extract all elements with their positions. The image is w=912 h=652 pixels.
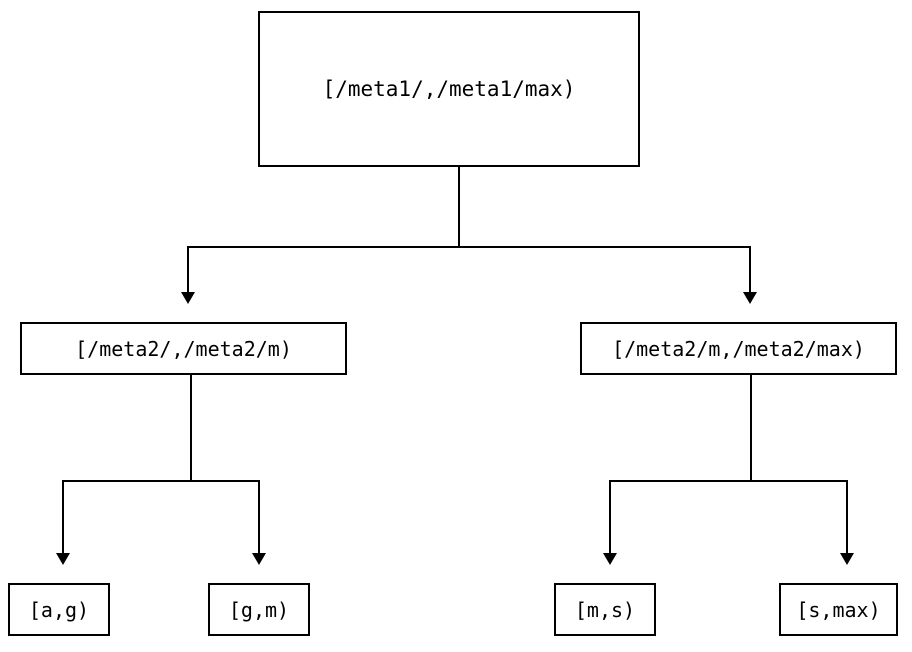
tree-node-mid-left[interactable]: [/meta2/,/meta2/m) [20,322,347,375]
tree-node-leaf-1-label: [a,g) [28,597,90,622]
edge-mid-left-bus [62,480,260,482]
tree-node-root-label: [/meta1/,/meta1/max) [322,77,576,101]
tree-node-leaf-3[interactable]: [m,s) [554,583,656,636]
edge-root-to-mid-right-drop [749,246,751,294]
edge-mid-right-to-leaf-4-drop [846,480,848,555]
edge-mid-left-to-leaf-1-drop [62,480,64,555]
tree-node-mid-right[interactable]: [/meta2/m,/meta2/max) [580,322,897,375]
edge-root-to-mid-right-arrowhead [743,292,757,304]
edge-root-to-mid-left-drop [187,246,189,294]
tree-node-leaf-2[interactable]: [g,m) [208,583,310,636]
tree-node-leaf-2-label: [g,m) [228,597,290,622]
edge-mid-left-to-leaf-2-arrowhead [252,553,266,565]
tree-node-leaf-3-label: [m,s) [574,597,636,622]
edge-mid-right-to-leaf-3-arrowhead [603,553,617,565]
edge-root-to-mid-left-arrowhead [181,292,195,304]
edge-root-bus [187,246,751,248]
edge-mid-right-bus [609,480,848,482]
edge-mid-right-stem [750,375,752,482]
edge-mid-right-to-leaf-3-drop [609,480,611,555]
tree-node-leaf-1[interactable]: [a,g) [8,583,110,636]
edge-root-stem [458,167,460,248]
tree-node-leaf-4-label: [s,max) [796,597,881,622]
edge-mid-left-to-leaf-1-arrowhead [56,553,70,565]
tree-node-leaf-4[interactable]: [s,max) [779,583,898,636]
tree-node-root[interactable]: [/meta1/,/meta1/max) [258,11,640,167]
tree-node-mid-right-label: [/meta2/m,/meta2/max) [612,336,865,361]
edge-mid-left-stem [190,375,192,482]
tree-node-mid-left-label: [/meta2/,/meta2/m) [75,336,292,361]
edge-mid-left-to-leaf-2-drop [258,480,260,555]
edge-mid-right-to-leaf-4-arrowhead [840,553,854,565]
